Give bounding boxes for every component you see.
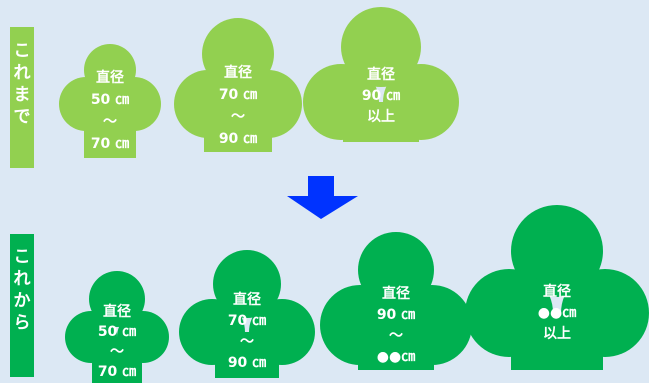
- tree-trunk: [511, 313, 603, 370]
- tree-trunk: [84, 104, 136, 158]
- row-tag-after: これから: [10, 234, 34, 377]
- row-tag-before: これまで: [10, 27, 34, 168]
- tree-trunk: [204, 104, 272, 152]
- row-tag-before-label: これまで: [14, 41, 31, 127]
- tree-crown-top: [89, 271, 145, 327]
- tree-crown-top: [202, 18, 274, 90]
- down-arrow-icon: [287, 176, 358, 219]
- tree-trunk: [92, 337, 142, 383]
- tree-trunk: [358, 325, 434, 370]
- row-tag-after-label: これから: [14, 247, 31, 333]
- tree-crown-top: [213, 250, 281, 318]
- tree-trunk: [215, 332, 279, 378]
- row-tag-after-box: [10, 234, 34, 377]
- tree-trunk: [343, 102, 419, 142]
- tree-after-4: 直径●●㎝以上: [465, 205, 649, 370]
- row-tag-before-box: [10, 27, 34, 168]
- tree-crown-top: [511, 205, 603, 297]
- tree-crown-top: [341, 7, 421, 87]
- tree-label: 直径●●㎝以上: [538, 283, 576, 342]
